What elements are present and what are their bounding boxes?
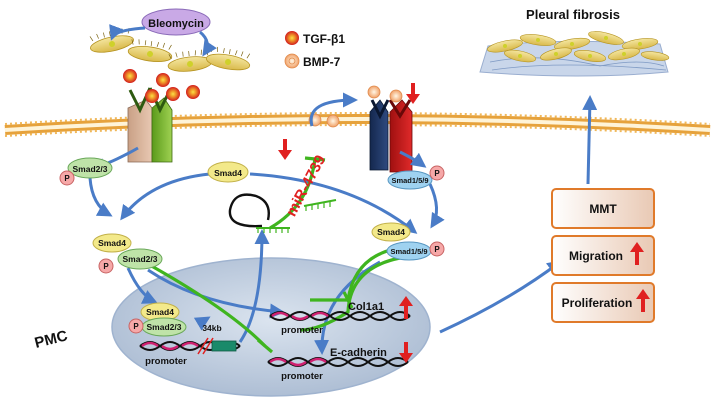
promoter-label-col1a1: promoter [281, 325, 323, 336]
svg-text:Migration: Migration [569, 249, 623, 263]
svg-text:Smad2/3: Smad2/3 [73, 164, 108, 174]
smad23-cytoplasm: Smad2/3 P [59, 157, 113, 186]
bmp-legend-icon [284, 53, 300, 69]
kb-label: 34kb [202, 323, 221, 333]
ecadherin-label: E-cadherin [330, 347, 387, 359]
svg-text:Smad2/3: Smad2/3 [123, 254, 158, 264]
dna-helix-col1a1 [269, 311, 411, 321]
tgf-ligand [166, 87, 180, 101]
down-arrow [406, 83, 420, 104]
bleomycin-label: Bleomycin [148, 18, 204, 30]
bleomycin-node: Bleomycin [141, 8, 211, 36]
tgf-ligand-group [123, 69, 200, 103]
arrow [109, 24, 146, 41]
pleural-tissue [479, 31, 670, 77]
svg-text:MMT: MMT [589, 202, 617, 216]
bmp-receptor [369, 99, 413, 173]
svg-text:P: P [103, 262, 109, 271]
arrow [198, 30, 217, 57]
cell-membrane [4, 112, 711, 137]
svg-text:Smad4: Smad4 [146, 307, 174, 317]
pleural-fibrosis-label: Pleural fibrosis [526, 7, 620, 22]
svg-text:Proliferation: Proliferation [562, 296, 633, 310]
promoter-label-mir: promoter [145, 356, 187, 367]
tgf-receptor [127, 87, 173, 163]
svg-text:Smad1/5/9: Smad1/5/9 [391, 176, 428, 185]
svg-text:Smad4: Smad4 [98, 238, 126, 248]
promoter-label-ecadherin: promoter [281, 371, 323, 382]
tgf-ligand [156, 73, 170, 87]
smad159-cytoplasm: Smad1/5/9 P [387, 165, 445, 190]
bmp-legend-label: BMP-7 [303, 55, 341, 69]
mir-4739-hairpin [228, 193, 337, 233]
pmc-label: PMC [33, 327, 70, 352]
smad-complex-promoter: Smad4 Smad2/3 P [128, 302, 187, 337]
tgf-ligand [186, 85, 200, 99]
arrow [309, 92, 358, 127]
col1a1-label: Col1a1 [348, 301, 384, 313]
up-arrow [399, 296, 413, 319]
smad4-smad23-complex: Smad4 Smad2/3 P [92, 233, 163, 274]
legend: TGF-β1 BMP-7 [284, 31, 345, 69]
smad4-smad159-complex: Smad4 Smad1/5/9 P [371, 222, 445, 261]
svg-text:P: P [133, 322, 139, 331]
svg-text:Smad4: Smad4 [214, 168, 242, 178]
tgf-legend-label: TGF-β1 [303, 32, 345, 46]
tgf-ligand [123, 69, 137, 83]
bmp-ligand [367, 85, 381, 99]
smad4-cytoplasm: Smad4 [207, 161, 249, 183]
activation-arrows [88, 95, 598, 355]
svg-text:P: P [434, 245, 440, 254]
tgf-legend-icon [285, 31, 299, 45]
migration-box: Migration [551, 235, 655, 276]
dna-helix-mir [139, 337, 241, 355]
dna-helix-ecadherin [267, 357, 409, 367]
bmp-ligand [326, 114, 340, 128]
proliferation-box: Proliferation [551, 282, 655, 323]
svg-text:P: P [64, 174, 70, 183]
svg-text:P: P [434, 169, 440, 178]
down-arrow [399, 342, 413, 363]
svg-text:Smad4: Smad4 [377, 227, 405, 237]
mmt-box: MMT [551, 188, 655, 229]
tgf-ligand [145, 89, 159, 103]
svg-text:Smad2/3: Smad2/3 [147, 322, 182, 332]
svg-text:Smad1/5/9: Smad1/5/9 [390, 247, 427, 256]
bmp-ligand [389, 89, 403, 103]
down-arrow [278, 139, 292, 160]
